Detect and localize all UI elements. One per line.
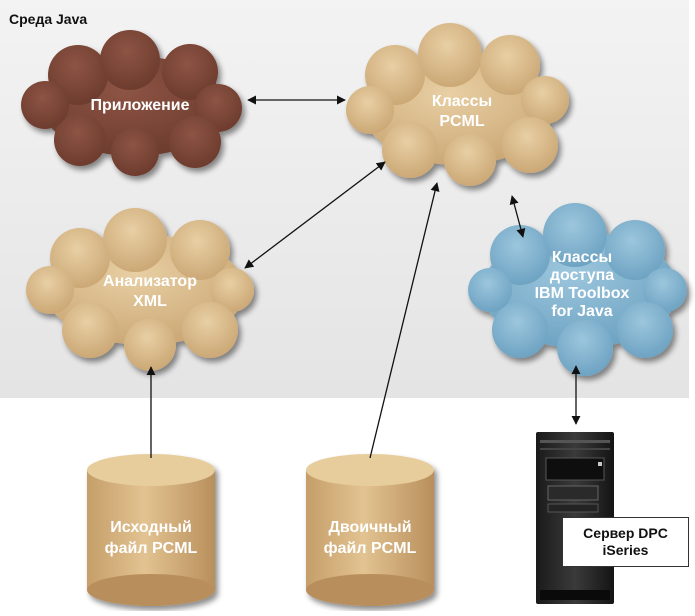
application-cloud [21, 30, 242, 176]
arrow-xml-pcml [244, 161, 386, 269]
source-file-cylinder [87, 454, 215, 606]
pcml-classes-label-line1: Классы [432, 93, 492, 110]
toolbox-label-line1: Классы [552, 249, 612, 266]
toolbox-label-line3: IBM Toolbox [535, 285, 630, 302]
toolbox-classes-cloud [468, 203, 687, 376]
arrow-binary-pcml [369, 182, 440, 459]
arrow-pcml-toolbox [509, 195, 526, 238]
xml-parser-label-line1: Анализатор [103, 273, 197, 290]
server-label-line1: Сервер DPC [583, 525, 668, 541]
source-file-label-line1: Исходный [110, 519, 192, 536]
server-label: Сервер DPC iSeries [562, 517, 689, 567]
server-label-line2: iSeries [602, 542, 649, 558]
toolbox-label-line2: доступа [550, 267, 614, 284]
source-file-label-line2: файл PCML [105, 540, 198, 557]
binary-file-cylinder [306, 454, 434, 606]
environment-title: Среда Java [9, 11, 88, 27]
application-label: Приложение [90, 97, 189, 114]
xml-parser-label-line2: XML [133, 293, 167, 310]
pcml-classes-label-line2: PCML [439, 113, 485, 130]
binary-file-label-line2: файл PCML [324, 540, 417, 557]
xml-parser-cloud [26, 208, 254, 371]
binary-file-label-line1: Двоичный [328, 519, 411, 536]
toolbox-label-line4: for Java [551, 303, 612, 320]
pcml-classes-cloud [346, 23, 569, 186]
